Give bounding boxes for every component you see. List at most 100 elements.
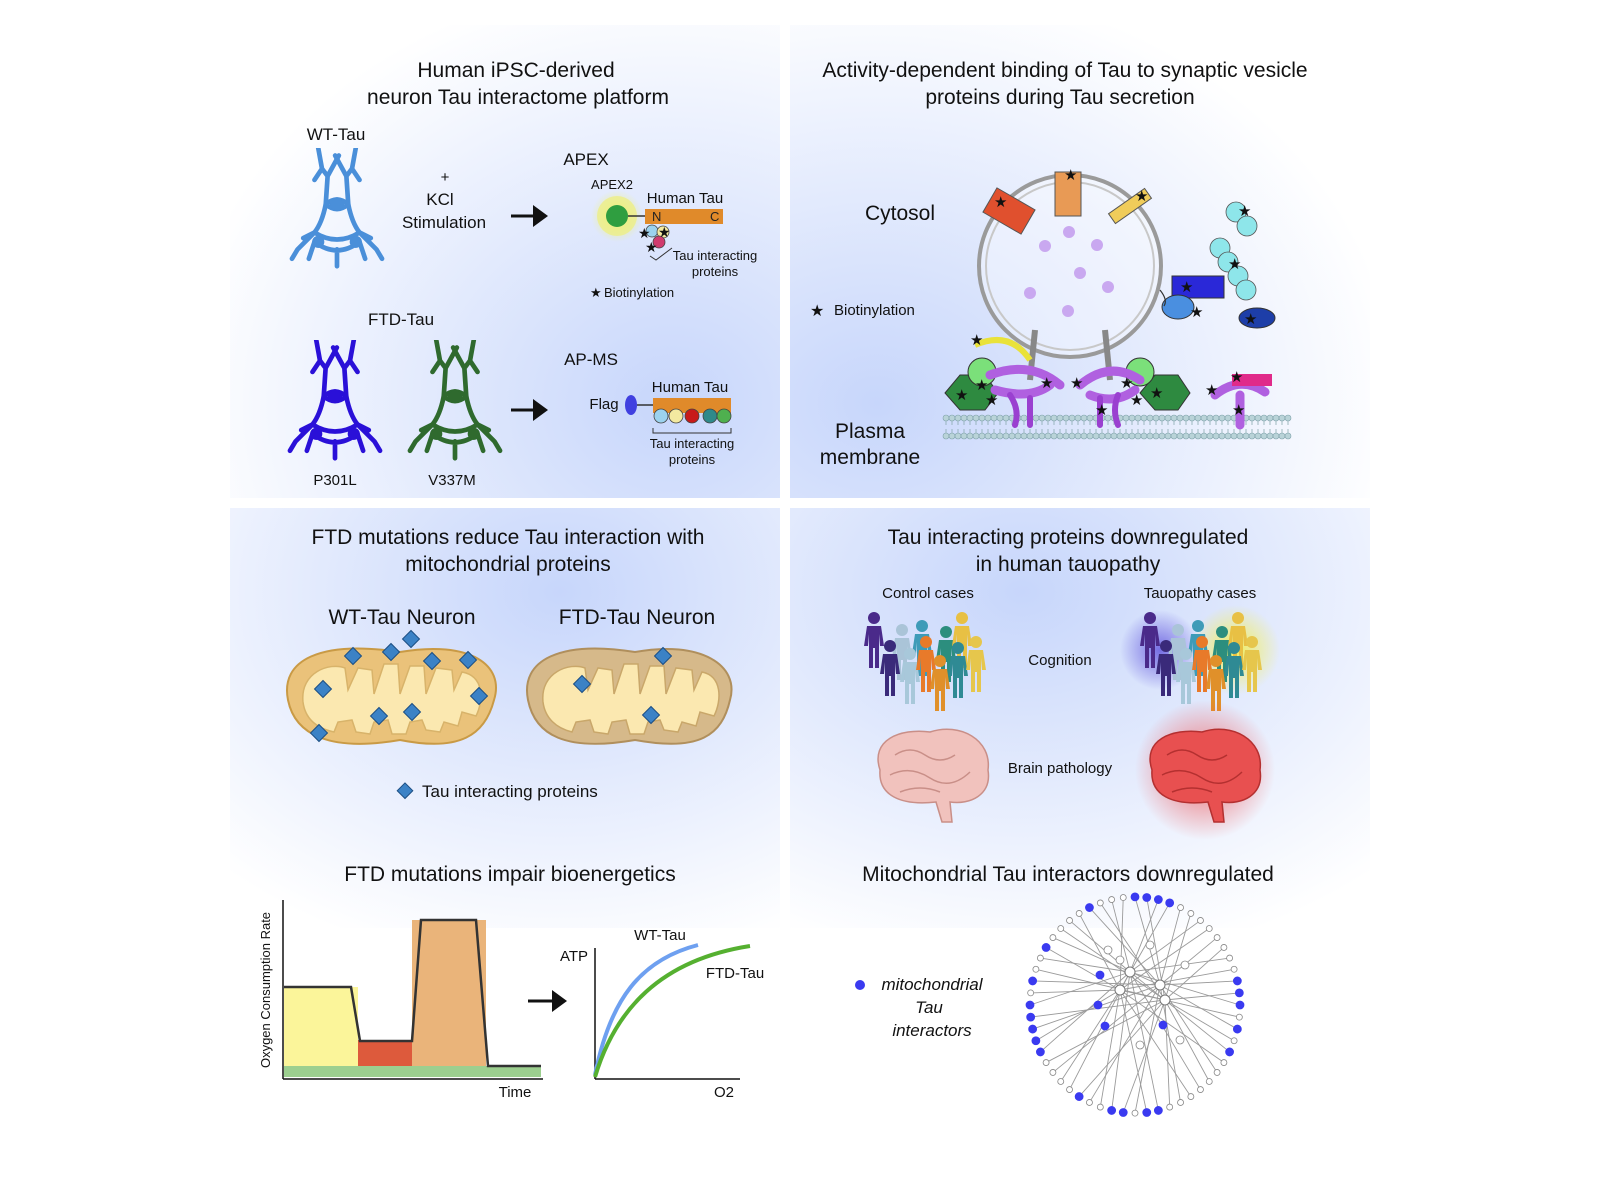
interactor-node [1108, 896, 1116, 903]
interactor-node [1197, 917, 1204, 924]
network-edge [1129, 899, 1159, 973]
q4-title-line1: Tau interacting proteins downregulated [888, 526, 1249, 549]
lipid-head [1260, 414, 1268, 422]
lipid-head [1146, 414, 1154, 422]
lipid-head [1188, 414, 1196, 422]
arrow-right-icon [528, 990, 567, 1012]
q1-title-line1: Human iPSC-derived [417, 59, 614, 82]
atp-curve-chart: ATP O2 WT-Tau FTD-Tau [560, 927, 764, 1101]
network-hub-node [1159, 994, 1171, 1006]
network-edge [1111, 971, 1131, 1111]
lipid-head [948, 414, 956, 422]
lipid-head [1020, 432, 1028, 440]
lipid-head [1242, 432, 1250, 440]
human-tau-label: Human Tau [647, 190, 723, 207]
bracket-icon [652, 428, 732, 434]
q2-title-line1: Activity-dependent binding of Tau to syn… [822, 59, 1307, 82]
lipid-head [1152, 414, 1160, 422]
interactor-node [1177, 904, 1184, 911]
o2-x-label: O2 [714, 1084, 734, 1101]
mitochondrial-interactor-node [1158, 1020, 1168, 1030]
star-icon: ★ [590, 285, 602, 300]
lipid-head [1098, 432, 1106, 440]
interactor-node [1036, 954, 1044, 962]
cognition-label: Cognition [1028, 652, 1091, 669]
interactor-node [1197, 1086, 1204, 1093]
lipid-head [1176, 414, 1184, 422]
interactor-node [1175, 1035, 1185, 1045]
interactor-node [1220, 1059, 1228, 1066]
net-legend-line1: mitochondrial [881, 975, 983, 994]
interactor-node [1205, 1078, 1213, 1085]
network-edge [1099, 902, 1166, 1001]
interactor-node [1057, 1078, 1065, 1085]
lipid-head [1266, 432, 1274, 440]
ftd-tau-curve [593, 944, 751, 1078]
wt-curve-label: WT-Tau [634, 927, 686, 944]
svg-text:★: ★ [985, 392, 998, 409]
mitochondrial-interactor-node [1041, 943, 1051, 952]
network-edge [1045, 947, 1121, 991]
lipid-head [1272, 414, 1280, 422]
lipid-head [1188, 432, 1196, 440]
mitochondrial-interactor-node [1225, 1047, 1235, 1057]
network-edge [1119, 989, 1240, 1018]
lipid-head [1224, 414, 1232, 422]
lipid-head [1278, 414, 1286, 422]
lipid-head [1272, 432, 1280, 440]
lipid-head [1080, 432, 1088, 440]
brain-pathology-label: Brain pathology [1008, 760, 1113, 777]
network-edge [1040, 971, 1131, 1053]
svg-text:★: ★ [975, 377, 988, 394]
lipid-head [1200, 432, 1208, 440]
lipid-head [942, 414, 950, 422]
network-edge [1060, 989, 1121, 1082]
interactor-node [1230, 1037, 1238, 1045]
apex2-enzyme [606, 205, 628, 227]
lipid-head [1194, 414, 1202, 422]
network-edge [1089, 907, 1161, 986]
lipid-head [972, 414, 980, 422]
lipid-head [972, 432, 980, 440]
net-legend-line2: Tau [915, 998, 943, 1017]
lipid-head [1110, 432, 1118, 440]
lipid-head [1074, 414, 1082, 422]
network-hub-node [1114, 984, 1126, 996]
net-legend-line3: interactors [892, 1021, 972, 1040]
lipid-head [1248, 432, 1256, 440]
lipid-head [1284, 432, 1292, 440]
star-icon: ★ [645, 239, 658, 255]
interactor-node [1066, 1086, 1073, 1093]
interactor-node [1226, 954, 1234, 962]
lipid-head [1122, 414, 1130, 422]
flag-label: Flag [589, 396, 618, 413]
membrane-label: membrane [820, 446, 920, 469]
ftd-neuron-heading: FTD-Tau Neuron [559, 606, 715, 629]
interactor-node [1180, 960, 1190, 970]
lipid-head [1182, 432, 1190, 440]
interactor-network [1025, 892, 1245, 1117]
lipid-head [1128, 414, 1136, 422]
network-edge [1129, 920, 1201, 973]
lipid-head [1044, 414, 1052, 422]
tauopathy-cases-label: Tauopathy cases [1144, 585, 1257, 602]
plus-sign: + [441, 169, 450, 186]
svg-text:★: ★ [1230, 369, 1243, 386]
lipid-head [1170, 432, 1178, 440]
q3-title-line1: FTD mutations reduce Tau interaction wit… [312, 526, 705, 549]
svg-text:★: ★ [1130, 392, 1143, 409]
mitochondrial-interactor-node [1153, 1106, 1163, 1115]
kcl-label: KCl [426, 190, 453, 209]
plasma-label: Plasma [835, 420, 905, 443]
interactor-node [1066, 917, 1073, 924]
interactor-node [1096, 1103, 1104, 1111]
lipid-head [1008, 432, 1016, 440]
network-edge [1060, 928, 1166, 1001]
mitochondrial-interactor-node [1031, 1036, 1041, 1046]
mitochondrial-interactor-node [1234, 988, 1244, 998]
lipid-head [942, 432, 950, 440]
mitochondrial-interactor-node [1026, 1012, 1036, 1022]
mitochondrial-interactor-node [1100, 1021, 1110, 1031]
lipid-head [984, 432, 992, 440]
